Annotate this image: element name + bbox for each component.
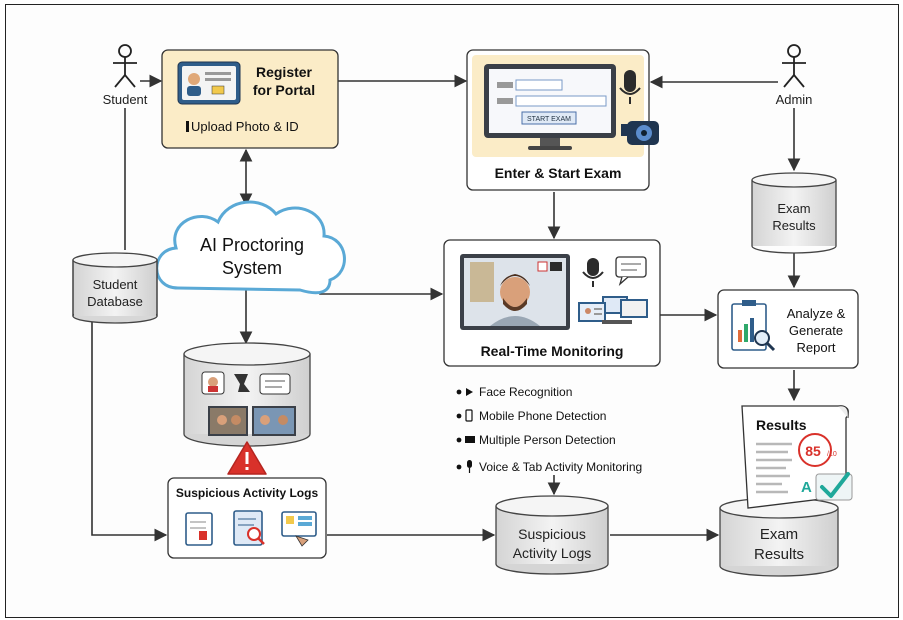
start-exam-button bbox=[521, 111, 577, 125]
phone-icon bbox=[465, 409, 473, 422]
ai-title-1: AI Proctoring bbox=[200, 235, 304, 255]
ai-title-2: System bbox=[222, 258, 282, 278]
exam-results-top-label-1: Exam bbox=[777, 201, 810, 216]
feature-list: Face Recognition Mobile Phone Detection … bbox=[456, 385, 642, 474]
exam-results-bottom-label-2: Results bbox=[754, 546, 804, 563]
results-card-title: Results bbox=[756, 417, 807, 433]
admin-label: Admin bbox=[776, 92, 813, 107]
score-suffix: /10 bbox=[827, 451, 837, 458]
play-icon bbox=[466, 388, 473, 396]
register-title-2: for Portal bbox=[253, 82, 315, 98]
feature-label: Mobile Phone Detection bbox=[479, 409, 606, 423]
id-card-icon bbox=[177, 61, 241, 105]
enter-exam-box: START EXAM Enter & Start Exam bbox=[466, 49, 659, 191]
screen-hand-icon bbox=[281, 511, 317, 547]
connectors bbox=[91, 74, 801, 542]
tablet-icon bbox=[465, 436, 475, 443]
microphone-icon bbox=[619, 70, 641, 104]
student-database: Student Database bbox=[72, 252, 158, 324]
suspicious-logs-box: Suspicious Activity Logs bbox=[167, 477, 327, 559]
susp-db-label-2: Activity Logs bbox=[513, 545, 592, 561]
webcam-icon bbox=[621, 121, 659, 145]
mic-icon bbox=[467, 460, 472, 473]
mic-icon-small bbox=[582, 258, 604, 287]
realtime-monitoring-box: Real-Time Monitoring bbox=[443, 239, 661, 367]
score-circle bbox=[798, 433, 832, 467]
analyze-label-3: Report bbox=[796, 340, 835, 355]
feature-label: Multiple Person Detection bbox=[479, 433, 616, 447]
monitor-icon: START EXAM bbox=[484, 64, 616, 150]
warning-icon bbox=[227, 441, 267, 475]
student-label: Student bbox=[103, 92, 148, 107]
exam-results-top-label-2: Results bbox=[772, 218, 816, 233]
text-lines bbox=[756, 442, 792, 494]
analyze-report-box: Analyze & Generate Report bbox=[717, 289, 859, 369]
check-icon bbox=[815, 472, 853, 501]
realtime-label: Real-Time Monitoring bbox=[481, 343, 624, 359]
student-db-label-2: Database bbox=[87, 294, 143, 309]
exam-results-db-bottom: Exam Results bbox=[719, 497, 839, 577]
susp-db-label-1: Suspicious bbox=[518, 526, 586, 542]
start-exam-label: START EXAM bbox=[527, 116, 571, 123]
document-flag-icon bbox=[185, 512, 213, 546]
document-search-icon bbox=[233, 510, 265, 546]
exam-results-bottom-label-1: Exam bbox=[760, 526, 798, 543]
video-feed-icon bbox=[460, 254, 570, 330]
feature-label: Voice & Tab Activity Monitoring bbox=[479, 460, 642, 474]
suspicious-capture-db bbox=[183, 342, 311, 447]
admin-actor bbox=[782, 44, 806, 88]
exam-results-db-top: Exam Results bbox=[751, 172, 837, 254]
student-actor bbox=[113, 44, 137, 88]
cursor-icon bbox=[186, 121, 189, 132]
feature-label: Face Recognition bbox=[479, 385, 572, 399]
feature-item-face: Face Recognition bbox=[456, 385, 572, 399]
feature-item-person: Multiple Person Detection bbox=[456, 433, 616, 447]
upload-label: Upload Photo & ID bbox=[191, 119, 299, 134]
feature-item-phone: Mobile Phone Detection bbox=[456, 409, 606, 423]
ai-proctoring-cloud: AI Proctoring System bbox=[155, 200, 346, 295]
student-db-label-1: Student bbox=[93, 277, 138, 292]
suspicious-logs-title: Suspicious Activity Logs bbox=[176, 486, 319, 500]
analyze-label-2: Generate bbox=[789, 323, 843, 338]
arrow-ai-realtime bbox=[319, 284, 444, 301]
score-value: 85 bbox=[805, 443, 821, 459]
enter-exam-label: Enter & Start Exam bbox=[495, 165, 622, 181]
suspicious-logs-db: Suspicious Activity Logs bbox=[495, 495, 609, 575]
arrow-db-logs bbox=[91, 322, 168, 542]
register-title-1: Register bbox=[256, 64, 313, 80]
results-card: Results 85 /10 A bbox=[741, 405, 853, 509]
chat-icon bbox=[615, 256, 647, 286]
multi-screen-icon bbox=[578, 296, 648, 324]
register-box: Register for Portal Upload Photo & ID bbox=[161, 49, 339, 149]
analyze-label-1: Analyze & bbox=[787, 306, 846, 321]
feature-item-voice: Voice & Tab Activity Monitoring bbox=[456, 460, 642, 474]
grade-letter: A bbox=[801, 479, 812, 496]
report-chart-icon bbox=[731, 300, 776, 352]
